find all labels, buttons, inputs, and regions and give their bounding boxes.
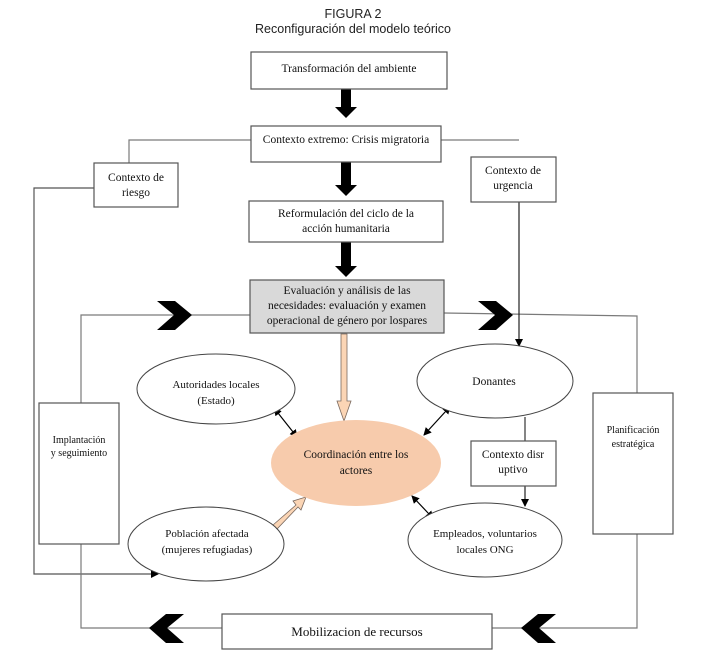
label-reformulacion: Reformulación del ciclo de la acción huma… bbox=[278, 208, 414, 235]
chevrons bbox=[149, 301, 556, 643]
label-line: actores bbox=[340, 465, 373, 477]
label-line: acción humanitaria bbox=[302, 223, 390, 235]
block-arrow-1 bbox=[335, 89, 357, 118]
label-autoridades: Autoridades locales (Estado) bbox=[172, 379, 259, 407]
label-line: Contexto disr bbox=[482, 449, 544, 461]
label-line: estratégica bbox=[612, 439, 655, 450]
label-line: Autoridades locales bbox=[172, 379, 259, 391]
label-line: Contexto de bbox=[485, 165, 541, 177]
label-poblacion: Población afectada (mujeres refugiadas) bbox=[162, 528, 253, 556]
figure-title: Reconfiguración del modelo teórico bbox=[255, 22, 451, 36]
label-line: (mujeres refugiadas) bbox=[162, 544, 253, 556]
label-line: Contexto extremo: Crisis migratoria bbox=[263, 134, 429, 146]
arrow-empleados-coordinacion bbox=[411, 495, 434, 520]
ellipses bbox=[127, 343, 574, 582]
label-line: Transformación del ambiente bbox=[282, 63, 417, 75]
block-arrows bbox=[335, 89, 357, 277]
label-movilizacion: Mobilizacion de recursos bbox=[291, 624, 422, 639]
box-movilizacion bbox=[221, 613, 493, 650]
connector-implantacion-movilizacion bbox=[80, 544, 222, 629]
connector-evaluacion-implantacion bbox=[80, 314, 250, 403]
ellipse-coordinacion bbox=[271, 420, 441, 506]
figure-label: FIGURA 2 bbox=[324, 7, 382, 21]
chevron-left-bottom-left bbox=[149, 614, 184, 643]
label-line: locales ONG bbox=[456, 544, 513, 556]
chevron-right-left bbox=[157, 301, 192, 330]
label-line: riesgo bbox=[122, 187, 150, 199]
label-empleados: Empleados, voluntarios locales ONG bbox=[433, 528, 537, 556]
label-line: Reformulación del ciclo de la bbox=[278, 208, 414, 220]
label-contexto-urgencia: Contexto de urgencia bbox=[485, 165, 541, 192]
label-planificacion: Planificación estratégica bbox=[607, 425, 660, 450]
arrow-poblacion-coordinacion bbox=[272, 496, 307, 530]
box-contexto-disruptivo bbox=[470, 440, 557, 487]
box-implantacion bbox=[38, 402, 120, 545]
connector-planificacion-movilizacion bbox=[492, 534, 638, 629]
box-contexto-riesgo bbox=[93, 162, 179, 208]
label-evaluacion: Evaluación y análisis de las necesidades:… bbox=[267, 285, 428, 327]
block-arrow-2 bbox=[335, 161, 357, 196]
arrow-autoridades-coordinacion bbox=[273, 407, 298, 438]
label-line: Evaluación y análisis de las bbox=[283, 285, 411, 297]
chevron-right-right bbox=[478, 301, 513, 330]
label-line: Población afectada bbox=[165, 528, 248, 540]
label-transformacion: Transformación del ambiente bbox=[282, 63, 417, 75]
label-contexto-riesgo: Contexto de riesgo bbox=[108, 172, 164, 199]
label-line: urgencia bbox=[493, 180, 532, 192]
label-line: Contexto de bbox=[108, 172, 164, 184]
label-line: y seguimiento bbox=[51, 448, 107, 459]
box-transformacion bbox=[250, 51, 448, 90]
chevron-left-bottom-right bbox=[521, 614, 556, 643]
block-arrow-3 bbox=[335, 242, 357, 277]
label-line: (Estado) bbox=[197, 395, 235, 407]
label-line: Mobilizacion de recursos bbox=[291, 624, 422, 639]
label-line: necesidades: evaluación y examen bbox=[268, 300, 426, 312]
label-contexto-disruptivo: Contexto disr uptivo bbox=[482, 449, 544, 476]
connector-extremo-riesgo bbox=[128, 139, 251, 163]
label-line: Coordinación entre los bbox=[304, 449, 409, 461]
label-coordinacion: Coordinación entre los actores bbox=[304, 449, 409, 477]
bidirectional-arrows bbox=[273, 405, 451, 520]
box-contexto-extremo bbox=[250, 125, 442, 163]
ellipse-poblacion bbox=[127, 506, 285, 582]
ellipse-donantes bbox=[416, 343, 574, 419]
salmon-arrows bbox=[272, 333, 352, 530]
arrow-evaluacion-coordinacion bbox=[336, 333, 352, 423]
boxes bbox=[38, 51, 674, 650]
box-contexto-urgencia bbox=[470, 156, 557, 203]
connector-riesgo-outer bbox=[33, 187, 159, 578]
box-reformulacion bbox=[248, 200, 444, 243]
box-evaluacion bbox=[249, 279, 445, 334]
label-line: Implantación bbox=[53, 435, 106, 446]
label-line: Donantes bbox=[472, 376, 516, 388]
label-line: Planificación bbox=[607, 425, 660, 436]
label-line: operacional de género por lospares bbox=[267, 315, 428, 327]
box-planificacion bbox=[592, 392, 674, 535]
ellipse-autoridades bbox=[136, 353, 296, 425]
ellipse-empleados bbox=[407, 502, 563, 578]
label-donantes: Donantes bbox=[472, 376, 516, 388]
label-line: Empleados, voluntarios bbox=[433, 528, 537, 540]
arrow-donantes-coordinacion bbox=[423, 405, 451, 436]
label-contexto-extremo: Contexto extremo: Crisis migratoria bbox=[263, 134, 429, 146]
label-line: uptivo bbox=[498, 464, 528, 476]
label-implantacion: Implantación y seguimiento bbox=[51, 435, 107, 459]
